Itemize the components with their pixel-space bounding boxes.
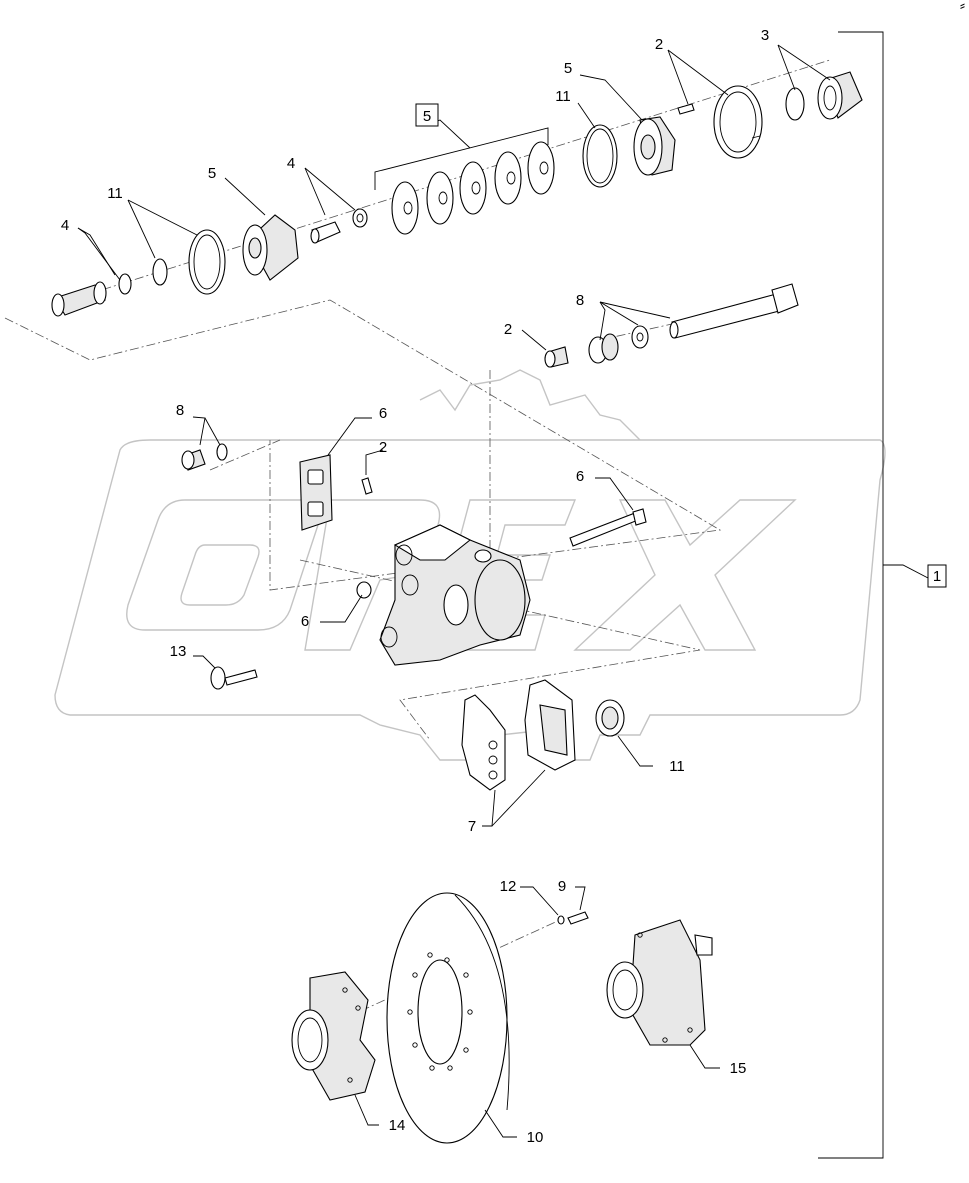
label-6-nut: 6 <box>301 613 309 630</box>
corner-mark: ⸗ <box>960 0 965 14</box>
label-5-kit-box <box>415 103 439 127</box>
assembly-bracket <box>818 31 929 1159</box>
label-2-pin: 2 <box>379 439 387 456</box>
plate-part-6 <box>299 454 333 531</box>
small-hardware-part-9-12 <box>557 911 589 925</box>
label-2-circlip: 2 <box>655 36 663 53</box>
label-4-left: 4 <box>61 217 69 234</box>
ring-part-3 <box>785 87 805 121</box>
label-5-kit: 5 <box>423 108 431 125</box>
hub-part-15 <box>606 919 713 1046</box>
label-3: 3 <box>761 27 769 44</box>
oring-part-11-right <box>582 124 618 188</box>
brake-pads-part-7 <box>461 679 576 791</box>
nut-part-6 <box>356 581 372 599</box>
assembly-label: 1 <box>933 568 941 585</box>
label-14: 14 <box>389 1117 406 1134</box>
middle-hardware <box>544 283 799 368</box>
label-6-bolt: 6 <box>576 468 584 485</box>
pin-part-2-caliper <box>361 477 373 495</box>
label-2-bushing: 2 <box>504 321 512 338</box>
bushing-part-2 <box>544 346 569 368</box>
label-7: 7 <box>468 818 476 835</box>
label-9: 9 <box>558 878 566 895</box>
upper-parts <box>51 71 863 317</box>
bearing-part-3 <box>817 71 863 120</box>
seal-part-11 <box>595 699 625 737</box>
bleed-screw-part-13 <box>210 666 258 690</box>
oring-large-part-11 <box>188 229 226 295</box>
circlip-part-2 <box>713 85 763 159</box>
label-10: 10 <box>527 1129 544 1146</box>
label-8-left: 8 <box>176 402 184 419</box>
shim-washers-part-5 <box>391 141 555 235</box>
label-6-plate: 6 <box>379 405 387 422</box>
long-bolt-part-8 <box>669 283 799 339</box>
pin-part-4-mid <box>310 208 368 244</box>
label-13: 13 <box>170 643 187 660</box>
brake-disc-part-10 <box>386 892 510 1144</box>
washer-part-4 <box>118 273 132 295</box>
label-5-left: 5 <box>208 165 216 182</box>
pin-part-2-top <box>677 103 695 115</box>
label-12: 12 <box>500 878 517 895</box>
label-11-right: 11 <box>555 88 571 105</box>
washer-part-8 <box>631 325 649 349</box>
label-4-mid: 4 <box>287 155 295 172</box>
oring-small-part-11 <box>152 258 168 286</box>
leader-lines <box>77 44 831 1138</box>
label-8-top: 8 <box>576 292 584 309</box>
caliper-assembly <box>181 443 647 690</box>
bolt-part-6 <box>569 508 647 547</box>
hub-part-14 <box>291 971 376 1101</box>
nut-part-8-left <box>181 443 228 471</box>
label-5-right: 5 <box>564 60 572 77</box>
assembly-label-box <box>927 564 947 588</box>
label-11-seal: 11 <box>669 758 685 775</box>
piston-part-5-left <box>242 214 299 281</box>
callout-labels: ⸗ 1 3 2 5 11 5 5 4 11 4 8 2 8 6 2 6 6 13… <box>61 0 965 1146</box>
caliper-body <box>379 524 531 666</box>
pin-part-4 <box>51 281 107 317</box>
piston-part-5-right <box>633 116 676 176</box>
spacer-part-8 <box>588 333 619 364</box>
label-15: 15 <box>730 1060 747 1077</box>
label-11-left: 11 <box>107 185 123 202</box>
